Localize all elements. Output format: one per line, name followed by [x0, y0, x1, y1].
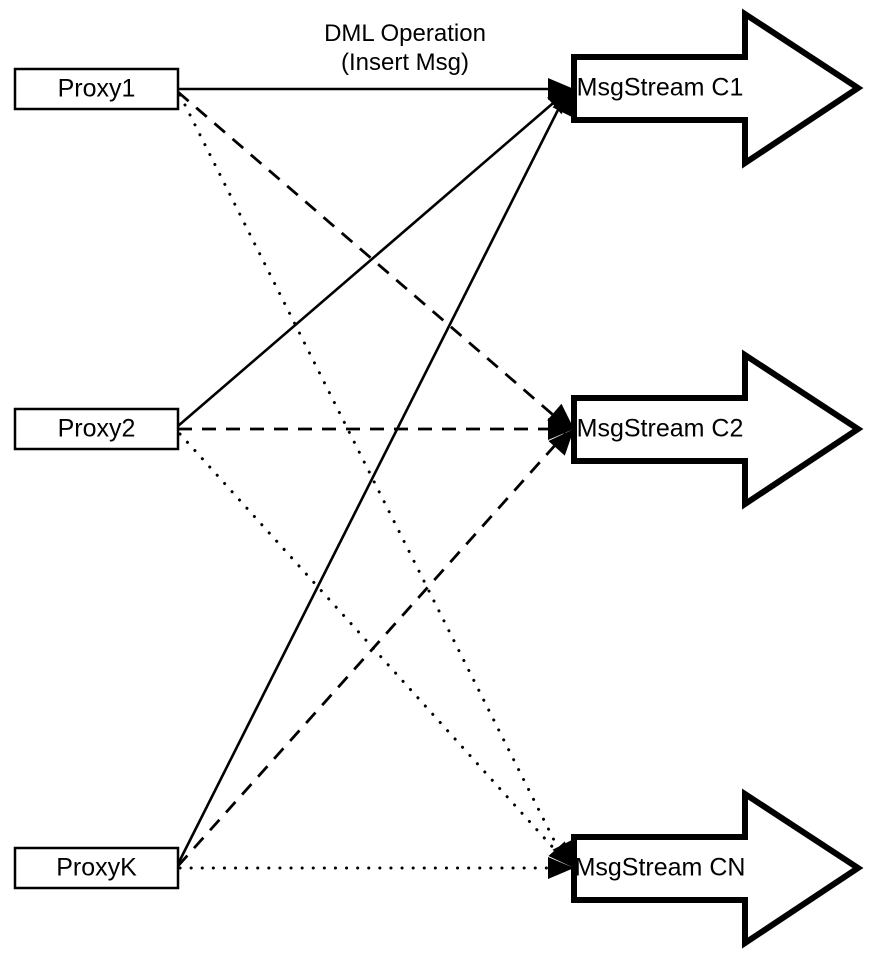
arrowheads-cn: [548, 839, 574, 879]
stream-group-c2[interactable]: MsgStream C2: [571, 349, 864, 510]
arrowhead-c1-from-proxyK: [552, 89, 574, 118]
proxy-group-k[interactable]: ProxyK: [13, 846, 180, 890]
arrowhead-c2-from-proxy2: [548, 418, 574, 440]
proxy-label-proxyK: ProxyK: [56, 854, 137, 882]
connection-proxy2-to-c1[interactable]: [177, 91, 567, 427]
stream-group-c1[interactable]: MsgStream C1: [571, 8, 864, 169]
arrowhead-cn-from-proxyK: [548, 857, 574, 879]
connection-proxyK-to-c2[interactable]: [176, 432, 568, 867]
arrowhead-cn-from-proxy2: [548, 841, 574, 868]
proxy-box-proxy2[interactable]: [13, 407, 180, 451]
connection-proxy1-to-cn[interactable]: [178, 93, 568, 866]
edge-annotation-dml: DML Operation (Insert Msg): [324, 20, 486, 76]
stream-label-c2: MsgStream C2: [577, 415, 744, 443]
proxy-box-proxyK[interactable]: [13, 846, 180, 890]
proxy-group-2[interactable]: Proxy2: [13, 407, 180, 451]
connection-proxyK-to-c1[interactable]: [176, 93, 568, 865]
arrowheads-c1: [547, 78, 574, 118]
proxy-label-proxy1: Proxy1: [58, 75, 136, 103]
stream-label-c1: MsgStream C1: [577, 74, 744, 102]
arrowhead-c2-from-proxy1: [547, 403, 574, 429]
stream-arrow-c2[interactable]: [571, 349, 864, 510]
proxy-label-proxy2: Proxy2: [58, 415, 136, 443]
edge-annotation-line1: DML Operation: [324, 20, 486, 47]
arrowhead-c2-from-proxyK: [548, 429, 574, 456]
connection-lines: [176, 87, 568, 870]
stream-arrow-c1[interactable]: [571, 8, 864, 169]
stream-label-cn: MsgStream CN: [575, 854, 746, 882]
arrowheads-c2: [547, 403, 574, 456]
edge-annotation-line2: (Insert Msg): [341, 49, 469, 76]
proxy-group-1[interactable]: Proxy1: [13, 67, 180, 111]
arrowhead-c1-from-proxy1: [548, 78, 574, 100]
stream-group-cn[interactable]: MsgStream CN: [571, 788, 864, 949]
proxy-box-proxy1[interactable]: [13, 67, 180, 111]
connection-proxy1-to-c2[interactable]: [177, 90, 567, 428]
stream-arrow-cn[interactable]: [571, 788, 864, 949]
